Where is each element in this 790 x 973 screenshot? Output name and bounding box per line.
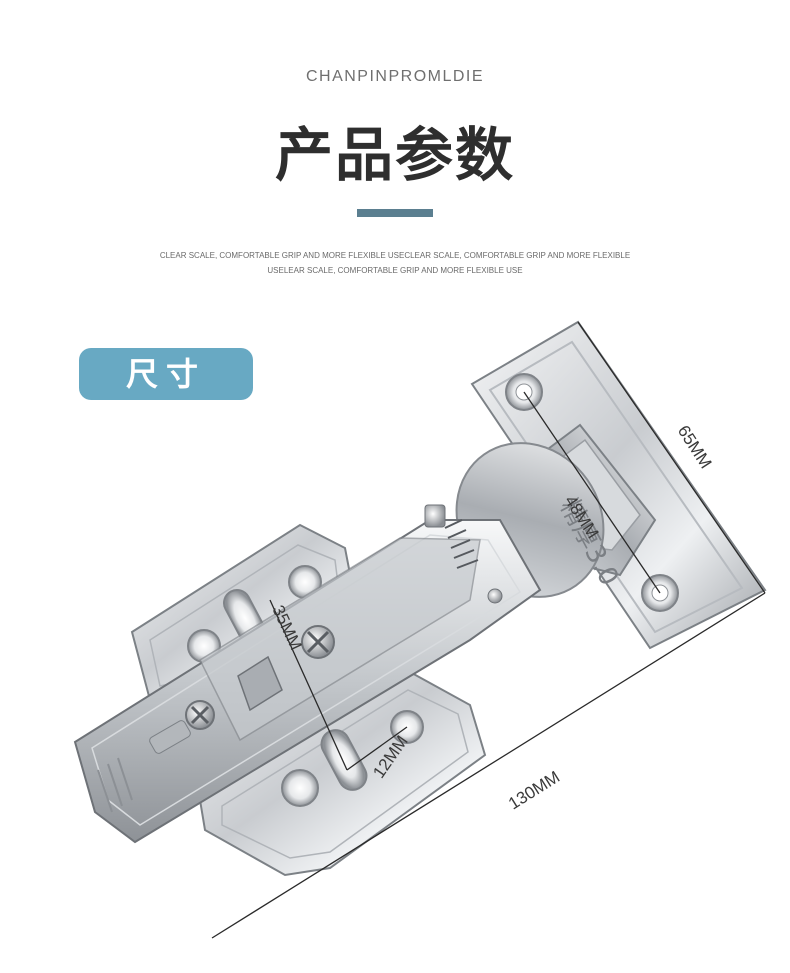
description-blurb: CLEAR SCALE, COMFORTABLE GRIP AND MORE F… — [159, 251, 631, 275]
dim-total-length: 130MM — [505, 767, 563, 813]
size-section-tag: 尺寸 — [79, 348, 253, 400]
wing-plate-bottom — [198, 670, 487, 877]
hinge-arm — [73, 504, 542, 844]
page-title: 产品参数 — [274, 121, 515, 189]
title-underline — [357, 209, 433, 217]
dimension-lines — [211, 321, 766, 939]
section-eyebrow: CHANPINPROMLDIE — [305, 68, 485, 85]
dim-plate-height: 65MM — [674, 422, 716, 472]
